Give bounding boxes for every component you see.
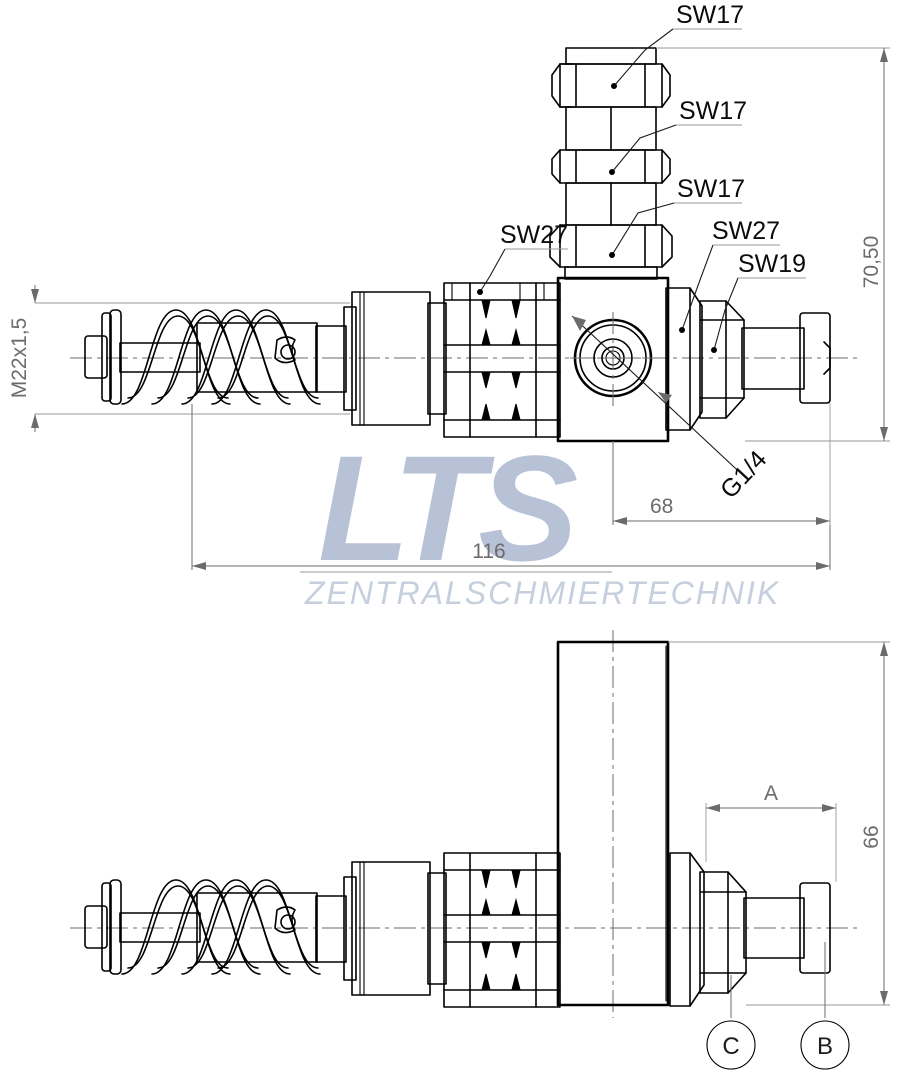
bottom-view-geometry [70,630,860,1018]
callout-sw17-top: SW17 [611,1,744,89]
callout-label-sw27-left: SW27 [500,221,568,249]
dimension-width-a: A [705,782,837,882]
right-fittings-top [665,287,831,431]
callout-sw27-left: SW27 [477,221,568,295]
dimension-label-length-total: 116 [472,540,505,563]
watermark-logo: LTS [318,424,577,592]
right-fittings-bottom [669,852,831,1007]
callout-label-sw27-right: SW27 [712,217,780,245]
vertical-body-block [556,640,670,1007]
dimension-label-height-bottom: 66 [860,825,883,848]
callout-label-sw17-top: SW17 [676,1,744,29]
callout-sw17-lower: SW17 [609,175,745,258]
balloon-label-b: B [817,1033,833,1060]
top-view-callouts: SW17 SW17 SW17 SW27 SW27 [477,1,806,504]
dimension-label-width-a: A [764,782,778,805]
callout-label-sw19: SW19 [738,250,806,278]
balloon-b[interactable]: B [800,942,850,1070]
callout-sw27-right: SW27 [679,217,780,333]
bottom-view-dimensions: 66 A C B [668,641,890,1070]
top-view-dimensions: 70,50 M22x1,5 68 116 [8,47,890,570]
watermark-group: LTS ZENTRALSCHMIERTECHNIK [300,424,780,611]
dimension-length-partial: 68 [612,403,831,525]
dimension-height-total: 70,50 [656,47,890,442]
sw27-hex-bottom [443,852,561,1008]
callout-sw19: SW19 [711,250,806,353]
top-view-geometry [70,47,860,443]
compression-spring [121,309,321,405]
dimension-height-bottom: 66 [668,641,890,1006]
dimension-label-height-total: 70,50 [860,236,883,289]
balloon-label-c: C [722,1033,739,1060]
callout-sw17-middle: SW17 [609,97,747,175]
dimension-label-thread-left: M22x1,5 [8,318,31,399]
hex-flat-marks [481,299,521,421]
balloon-c[interactable]: C [706,975,756,1070]
compression-spring-bottom [121,879,321,975]
callout-label-sw17-lower: SW17 [677,175,745,203]
dimension-length-total: 116 [191,404,831,570]
hex-flat-marks-bottom [481,869,521,991]
dimension-label-length-partial: 68 [650,495,673,518]
spring-assembly-top [84,291,447,426]
callout-label-sw17-middle: SW17 [679,97,747,125]
top-nut-stack [549,47,673,280]
spring-assembly-bottom [84,861,447,996]
watermark-subtitle: ZENTRALSCHMIERTECHNIK [304,575,780,611]
sw27-left-hex [443,282,561,438]
dimension-thread-left: M22x1,5 [8,285,350,432]
